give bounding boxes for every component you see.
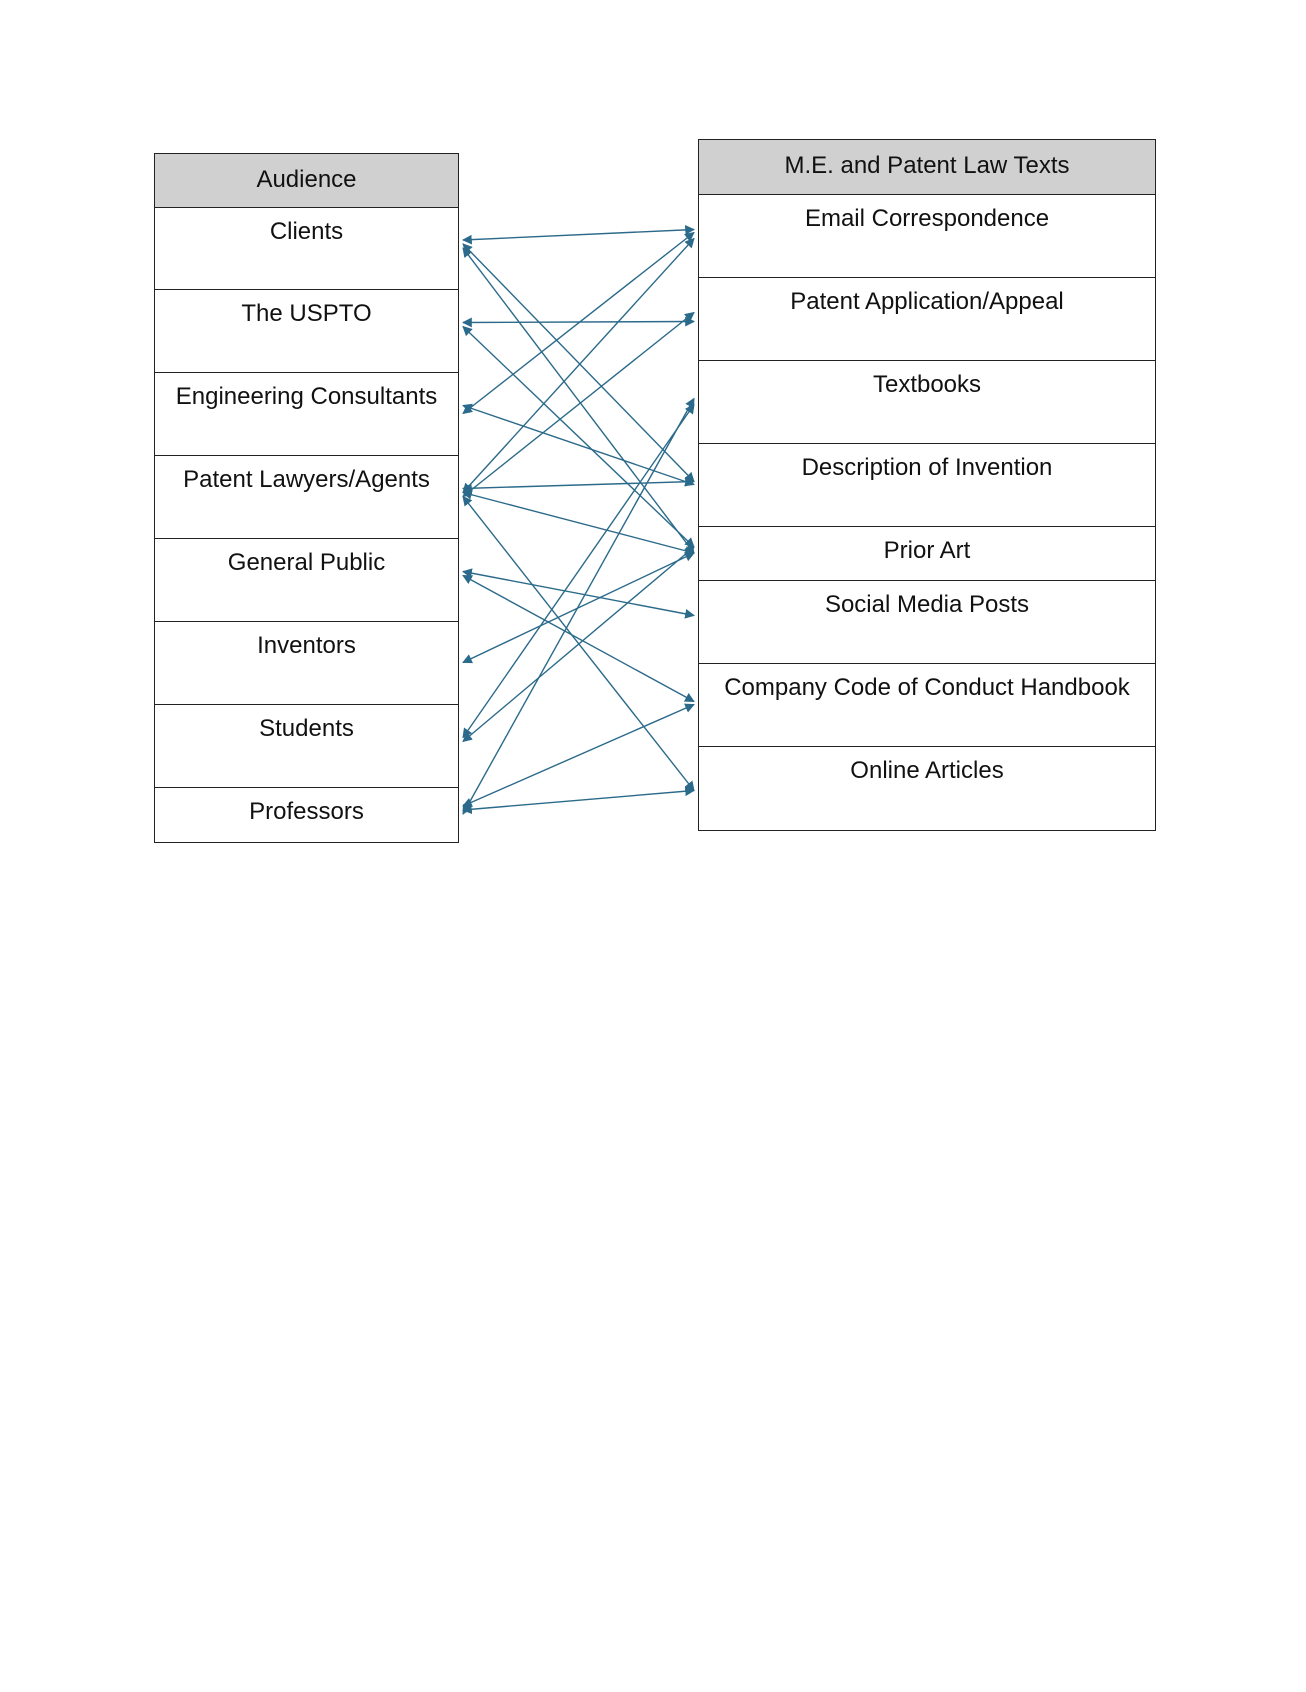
link-arrow <box>462 552 695 664</box>
link-arrow <box>462 325 695 548</box>
link-arrow <box>462 786 695 815</box>
audience-item-patent-lawyers: Patent Lawyers/Agents <box>154 455 459 540</box>
text-item-description-of-invention: Description of Invention <box>698 443 1156 528</box>
audience-item-professors: Professors <box>154 787 459 843</box>
audience-header: Audience <box>154 153 459 209</box>
texts-header: M.E. and Patent Law Texts <box>698 139 1156 196</box>
link-arrow <box>462 574 695 703</box>
link-arrow <box>462 489 695 556</box>
audience-table: Audience Clients The USPTO Engineering C… <box>154 153 459 843</box>
link-arrow <box>462 311 695 498</box>
link-arrow <box>462 397 695 815</box>
link-arrow <box>462 247 695 554</box>
link-arrow <box>462 703 695 807</box>
text-item-social-media: Social Media Posts <box>698 580 1156 665</box>
audience-item-inventors: Inventors <box>154 621 459 706</box>
text-item-code-of-conduct: Company Code of Conduct Handbook <box>698 663 1156 748</box>
link-arrow <box>462 568 695 619</box>
audience-item-general-public: General Public <box>154 538 459 623</box>
link-arrow <box>462 243 695 483</box>
text-item-prior-art: Prior Art <box>698 526 1156 582</box>
link-arrow <box>462 476 695 494</box>
audience-item-engineering-consultants: Engineering Consultants <box>154 372 459 457</box>
text-item-email: Email Correspondence <box>698 194 1156 279</box>
texts-table: M.E. and Patent Law Texts Email Correspo… <box>698 139 1156 831</box>
text-item-patent-application: Patent Application/Appeal <box>698 277 1156 362</box>
audience-item-students: Students <box>154 704 459 789</box>
audience-item-uspto: The USPTO <box>154 289 459 374</box>
link-arrow <box>462 225 695 245</box>
text-item-online-articles: Online Articles <box>698 746 1156 831</box>
link-arrow <box>462 546 695 743</box>
